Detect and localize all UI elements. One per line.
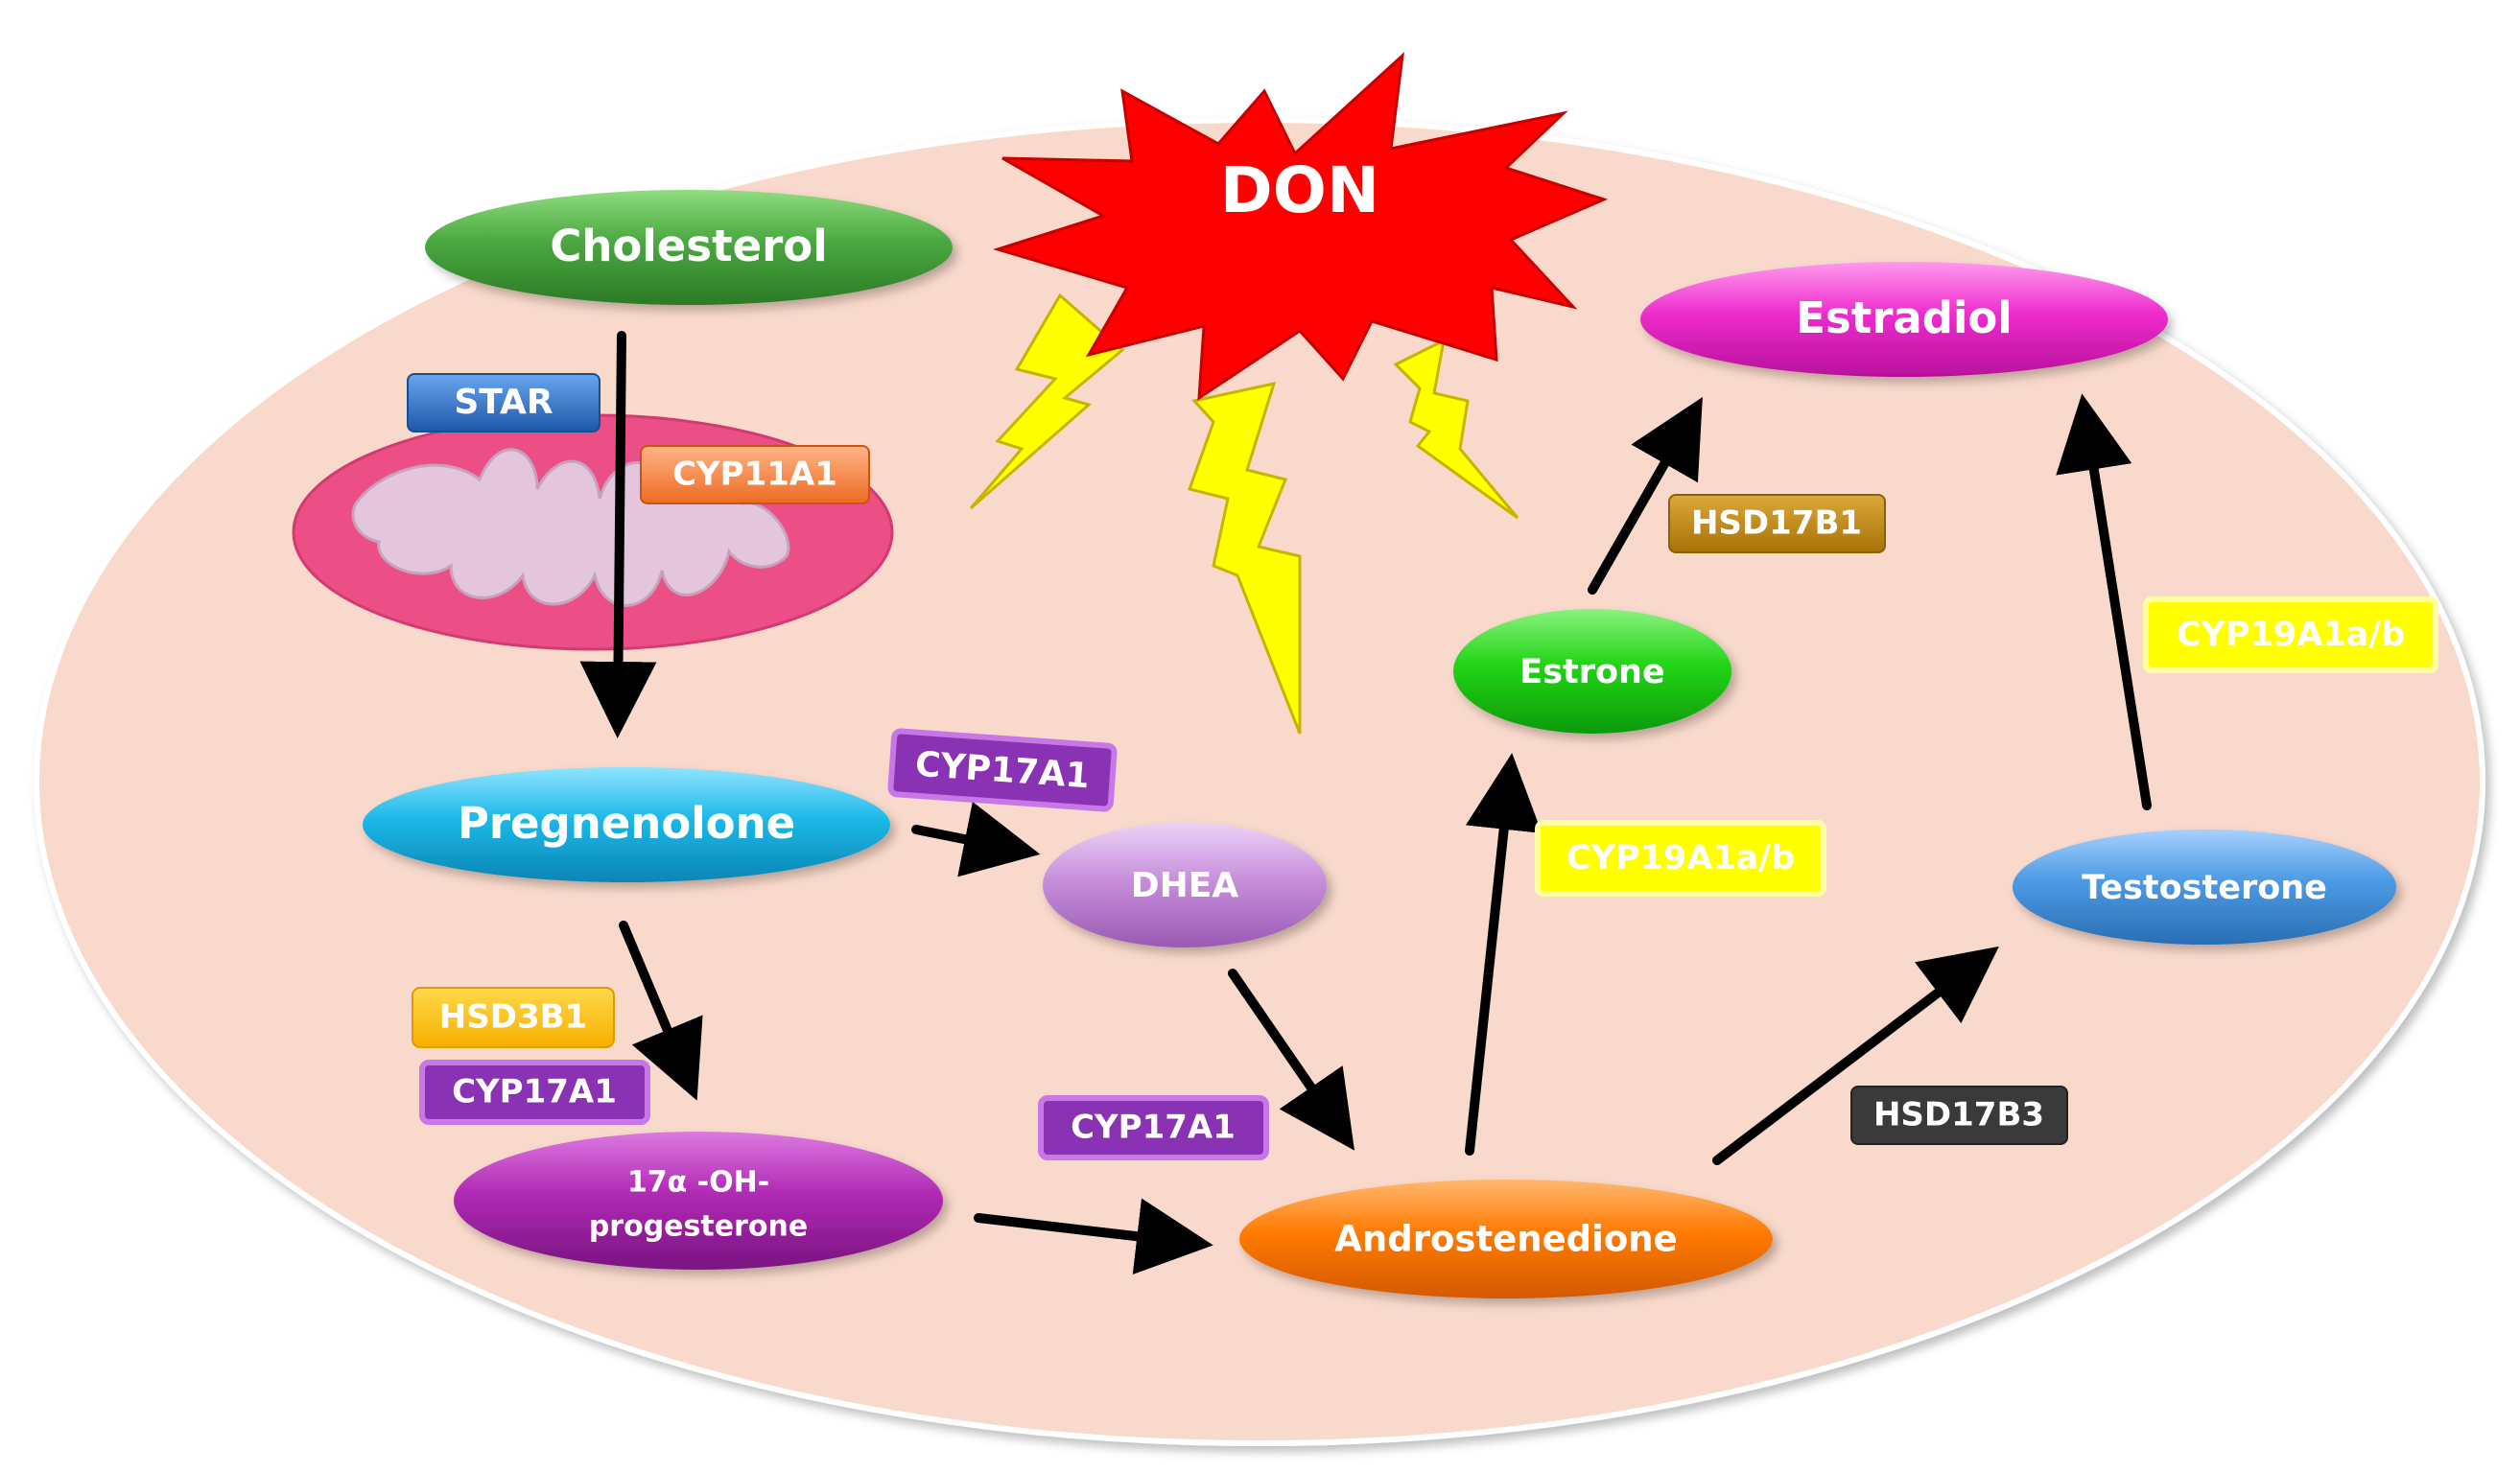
enzyme-label: CYP17A1 (1071, 1109, 1236, 1147)
enzyme-hsd3b1: HSD3B1 (412, 987, 615, 1048)
molecule-androstenedione: Androstenedione (1239, 1180, 1773, 1298)
molecule-cholesterol: Cholesterol (425, 190, 953, 305)
molecule-label: Testosterone (2082, 869, 2327, 907)
arrow-estrone-to-estradiol (1588, 396, 1703, 595)
enzyme-label: STAR (454, 383, 553, 422)
molecule-label: Estrone (1519, 653, 1664, 691)
arrow-cholesterol-to-pregnenolone (579, 331, 657, 738)
enzyme-cyp17a1-ohprog: CYP17A1 (419, 1060, 650, 1125)
arrow-ohprog-to-androstenedione (974, 1198, 1213, 1274)
molecule-label: Estradiol (1796, 292, 2013, 343)
enzyme-label: CYP17A1 (452, 1073, 617, 1111)
molecule-testosterone: Testosterone (2013, 830, 2396, 945)
enzyme-label: CYP19A1a/b (1566, 839, 1795, 877)
molecule-dhea: DHEA (1043, 823, 1327, 947)
arrow-androstenedione-to-estrone (1465, 753, 1543, 1156)
arrow-androstenedione-to-testosterone (1712, 946, 1999, 1165)
pathway-arrows (579, 331, 2152, 1274)
molecule-label: Androstenedione (1334, 1219, 1677, 1260)
lightning-bolt-icon (1188, 381, 1302, 735)
molecule-label: DHEA (1131, 866, 1239, 905)
arrow-pregnenolone-to-ohprog (619, 921, 703, 1101)
arrow-dhea-to-androstenedione (1228, 969, 1354, 1151)
molecule-estrone: Estrone (1453, 609, 1731, 734)
enzyme-cyp17a1-androstenedione: CYP17A1 (1038, 1095, 1269, 1160)
enzyme-hsd17b1: HSD17B1 (1668, 494, 1886, 553)
enzyme-hsd17b3: HSD17B3 (1850, 1086, 2068, 1145)
lightning-bolt-icon (969, 292, 1125, 510)
molecule-estradiol: Estradiol (1640, 262, 2168, 377)
enzyme-label: CYP19A1a/b (2177, 616, 2405, 654)
enzyme-cyp19a1-estradiol: CYP19A1a/b (2143, 596, 2438, 673)
molecule-label: progesterone (589, 1210, 808, 1244)
arrow-pregnenolone-to-dhea (911, 801, 1041, 877)
arrow-testosterone-to-estradiol (2056, 393, 2152, 810)
molecule-label: Cholesterol (550, 221, 827, 271)
enzyme-label: HSD17B3 (1873, 1096, 2044, 1134)
molecule-label: Pregnenolone (458, 798, 795, 849)
enzyme-label: HSD17B1 (1691, 504, 1862, 543)
lightning-bolt-icon (1393, 338, 1519, 520)
molecule-label: 17α -OH- (627, 1166, 769, 1200)
burst-icon (992, 52, 1609, 401)
don-label: DON (1220, 153, 1379, 227)
lightning-bolts (969, 292, 1519, 735)
enzyme-cyp17a1-dhea: CYP17A1 (887, 728, 1118, 812)
don-burst: DON (992, 52, 1609, 401)
enzyme-cyp19a1-estrone: CYP19A1a/b (1535, 820, 1826, 897)
enzyme-star: STAR (407, 373, 601, 433)
molecule-pregnenolone: Pregnenolone (363, 767, 890, 882)
enzyme-cyp11a1: CYP11A1 (640, 445, 870, 504)
enzyme-label: HSD3B1 (439, 998, 587, 1037)
molecule-17-oh-progesterone: 17α -OH- progesterone (454, 1132, 943, 1270)
enzyme-label: CYP11A1 (672, 456, 837, 494)
